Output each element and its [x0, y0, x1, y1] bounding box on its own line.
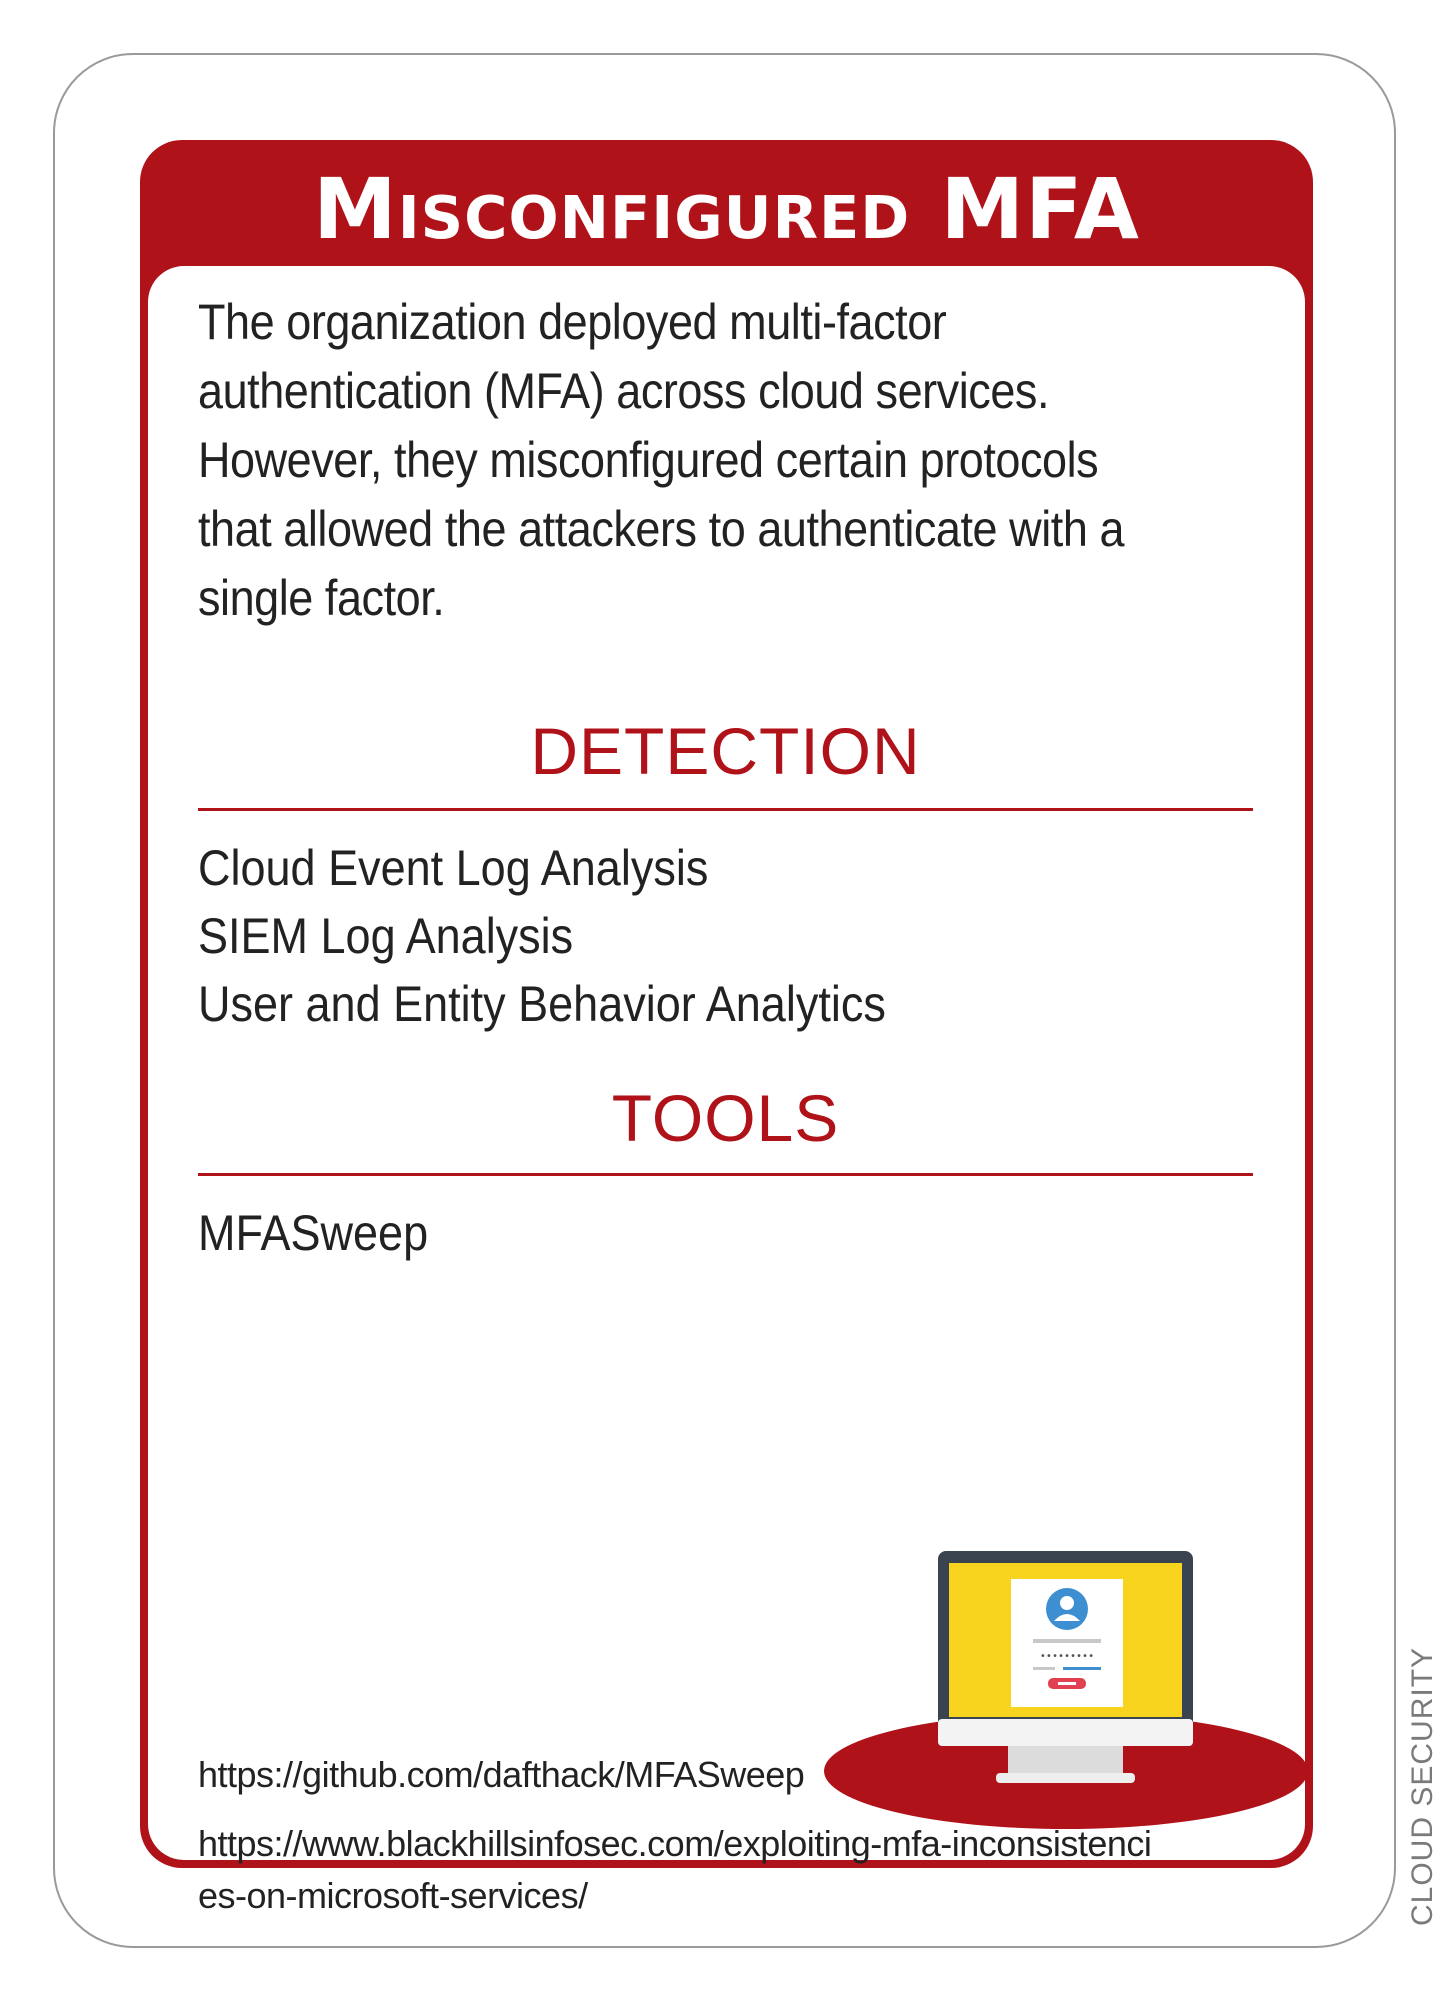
category-label: CLOUD SECURITY	[1406, 1646, 1439, 1926]
monitor-stand	[1008, 1741, 1123, 1779]
monitor-chin	[938, 1719, 1193, 1746]
tool-item: MFASweep	[198, 1205, 429, 1261]
reference-links: https://github.com/dafthack/MFASweep htt…	[198, 1749, 1158, 1939]
computer-login-icon: •••••••••	[824, 1551, 1308, 1829]
detection-heading: DETECTION	[530, 714, 921, 788]
tools-divider	[198, 1173, 1253, 1176]
card-body: The organization deployed multi-factor a…	[148, 266, 1439, 1926]
forgot-link-line	[1063, 1667, 1101, 1670]
detection-item: User and Entity Behavior Analytics	[198, 976, 886, 1032]
card: Misconfigured MFA The organization deplo…	[140, 140, 1439, 1926]
reference-link[interactable]: https://www.blackhillsinfosec.com/exploi…	[198, 1823, 1152, 1916]
login-button-label	[1058, 1682, 1076, 1685]
username-field	[1033, 1639, 1101, 1643]
remember-line	[1033, 1667, 1055, 1670]
monitor-base	[996, 1773, 1135, 1783]
avatar-head	[1060, 1596, 1074, 1610]
password-field: •••••••••	[1040, 1651, 1094, 1662]
avatar-body	[1054, 1614, 1080, 1621]
tools-heading: TOOLS	[611, 1081, 840, 1155]
detection-item: Cloud Event Log Analysis	[198, 840, 709, 896]
card-title: Misconfigured MFA	[313, 160, 1140, 258]
reference-link[interactable]: https://github.com/dafthack/MFASweep	[198, 1754, 805, 1795]
detection-list: Cloud Event Log Analysis SIEM Log Analys…	[198, 834, 886, 1038]
detection-divider	[198, 808, 1253, 811]
tools-list: MFASweep	[198, 1199, 428, 1267]
card-description: The organization deployed multi-factor a…	[198, 294, 1125, 626]
detection-item: SIEM Log Analysis	[198, 908, 574, 964]
